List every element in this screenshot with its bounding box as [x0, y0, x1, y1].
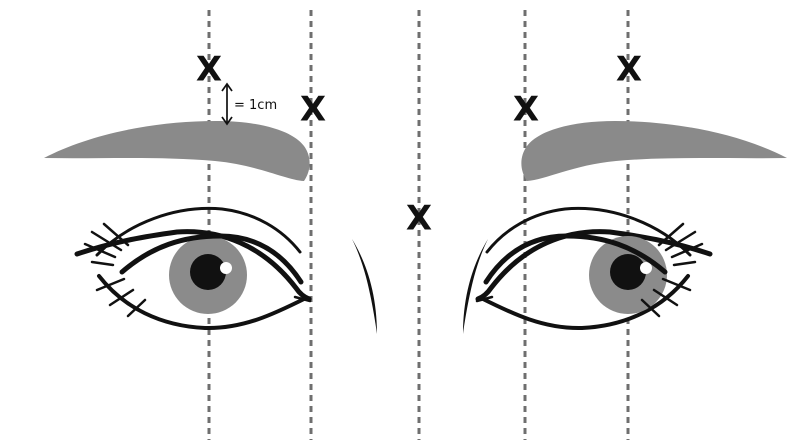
marker-center: X [406, 199, 432, 239]
left-pupil [190, 254, 226, 290]
marker-right-arch: X [616, 50, 642, 90]
distance-label: = 1cm [234, 98, 277, 113]
right-eye-highlight [640, 262, 652, 274]
left-eye-highlight [220, 262, 232, 274]
marker-right-start: X [513, 90, 539, 130]
marker-left-arch: X [196, 50, 222, 90]
marker-left-start: X [300, 90, 326, 130]
right-pupil [610, 254, 646, 290]
